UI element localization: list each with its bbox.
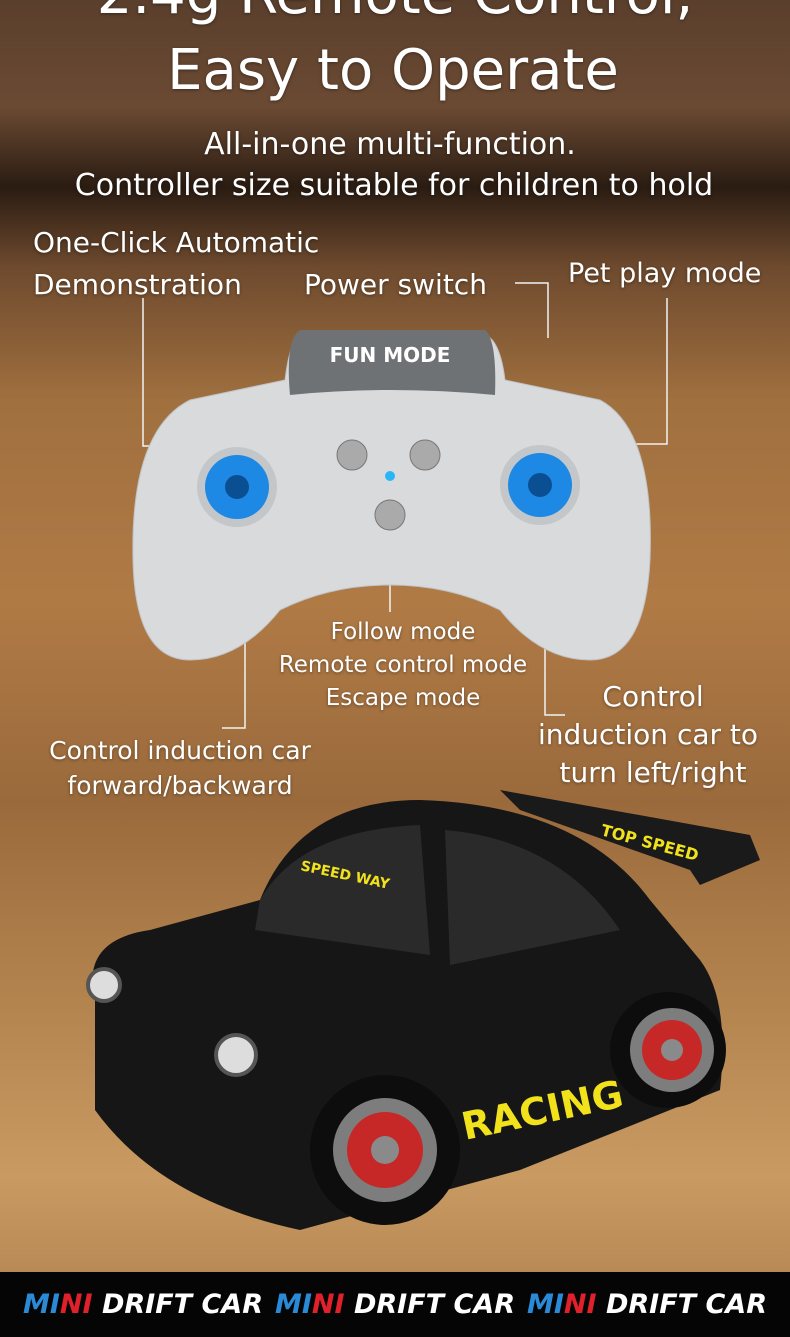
callout-right-2: induction car to (537, 718, 759, 751)
callout-pet-play: Pet play mode (568, 258, 762, 289)
banner-item: MINI DRIFT CAR (275, 1289, 515, 1320)
banner-item: MINI DRIFT CAR (527, 1289, 767, 1320)
callout-remote-mode: Remote control mode (278, 652, 528, 678)
toy-car: TOP SPEED SPEED WAY RACING (86, 790, 760, 1230)
controller-label: FUN MODE (330, 343, 451, 367)
title-line-2: Easy to Operate (167, 38, 619, 103)
subtitle-line-1: All-in-one multi-function. (204, 127, 576, 162)
banner-item: MINI DRIFT CAR (23, 1289, 263, 1320)
subtitle-line-2: Controller size suitable for children to… (74, 168, 714, 203)
controller: FUN MODE (132, 330, 651, 661)
callout-demo-2: Demonstration (33, 268, 242, 301)
bottom-banner: MINI DRIFT CAR MINI DRIFT CAR MINI DRIFT… (0, 1272, 790, 1337)
callout-right-1: Control (602, 680, 704, 713)
callout-right-3: turn left/right (559, 756, 747, 789)
callout-escape-mode: Escape mode (325, 685, 481, 711)
product-illustration: FUN MODE TOP SPEED SPEED WAY RACING (86, 282, 760, 1230)
title-line-1: 2.4g Remote Control, (97, 0, 694, 27)
callout-demo-1: One-Click Automatic (33, 226, 320, 259)
callout-left-1: Control induction car (49, 736, 311, 765)
callout-follow-mode: Follow mode (330, 619, 476, 645)
callout-left-2: forward/backward (67, 771, 293, 800)
callout-power-switch: Power switch (304, 268, 487, 301)
